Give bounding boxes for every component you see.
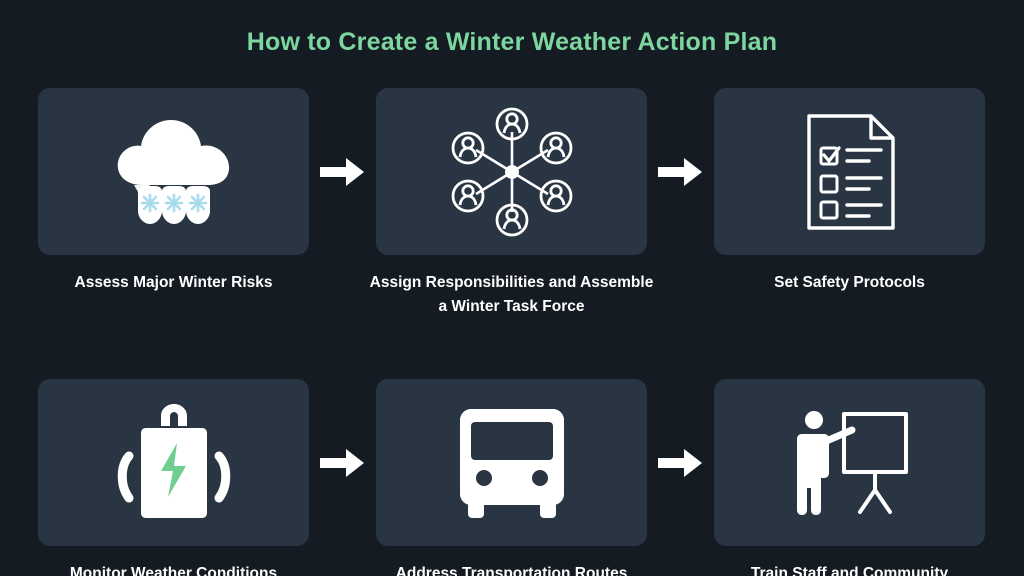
row-spacer xyxy=(38,319,986,379)
step-2-label: Assign Responsibilities and Assemble a W… xyxy=(369,274,654,316)
step-5-card xyxy=(376,379,647,547)
step-3-card xyxy=(714,88,985,255)
step-5-label: Address Transportation Routes xyxy=(395,565,628,576)
snow-cloud-icon xyxy=(104,107,244,237)
steps-grid: Assess Major Winter Risks xyxy=(38,88,986,576)
step-4: Monitor Weather Conditions xyxy=(38,379,309,576)
step-6-card xyxy=(714,379,985,547)
connector-3 xyxy=(309,379,376,546)
step-5: Address Transportation Routes xyxy=(376,379,647,576)
arrow-right-icon xyxy=(319,157,366,187)
arrow-right-icon xyxy=(657,448,704,478)
step-6-label: Train Staff and Community xyxy=(750,565,949,576)
checklist-document-icon xyxy=(787,102,912,242)
connector-2 xyxy=(647,88,714,255)
page-title: How to Create a Winter Weather Action Pl… xyxy=(246,28,778,56)
bus-icon xyxy=(442,398,582,528)
connector-1 xyxy=(309,88,376,255)
presenter-whiteboard-icon xyxy=(780,398,920,528)
step-4-card xyxy=(38,379,309,547)
connector-4 xyxy=(647,379,714,546)
step-1-label: Assess Major Winter Risks xyxy=(74,274,273,291)
step-3-label: Set Safety Protocols xyxy=(774,274,925,291)
steps-row-1: Assess Major Winter Risks xyxy=(38,88,986,319)
step-4-label: Monitor Weather Conditions xyxy=(69,565,278,576)
arrow-right-icon xyxy=(657,157,704,187)
steps-row-2: Monitor Weather Conditions xyxy=(38,379,986,576)
step-1: Assess Major Winter Risks xyxy=(38,88,309,295)
team-network-icon xyxy=(442,102,582,242)
step-1-card xyxy=(38,88,309,255)
step-6: Train Staff and Community xyxy=(714,379,985,576)
arrow-right-icon xyxy=(319,448,366,478)
step-3: Set Safety Protocols xyxy=(714,88,985,295)
step-2: Assign Responsibilities and Assemble a W… xyxy=(370,88,653,319)
step-2-card xyxy=(376,88,647,255)
power-generator-icon xyxy=(99,398,249,528)
